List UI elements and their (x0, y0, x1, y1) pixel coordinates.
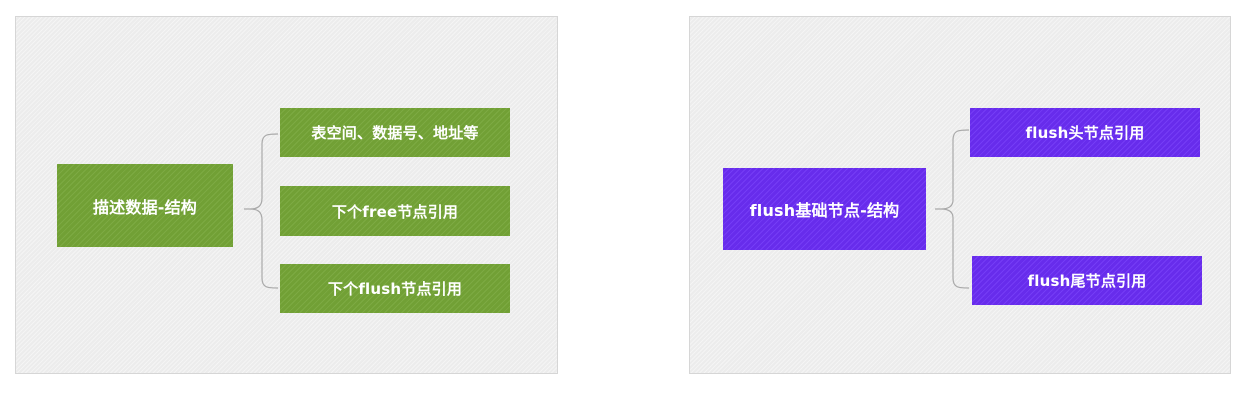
child-node-next-flush-ref[interactable]: 下个flush节点引用 (280, 264, 510, 313)
child-node-flush-tail-ref[interactable]: flush尾节点引用 (972, 256, 1202, 305)
diagram-panel-right (689, 16, 1231, 374)
child-node-next-free-ref[interactable]: 下个free节点引用 (280, 186, 510, 236)
brace-connector-left (244, 133, 279, 289)
root-node-flush-base-structure[interactable]: flush基础节点-结构 (723, 168, 926, 250)
root-node-describe-data-structure[interactable]: 描述数据-结构 (57, 164, 233, 247)
child-node-flush-head-ref[interactable]: flush头节点引用 (970, 108, 1200, 157)
brace-connector-right (935, 129, 970, 289)
child-node-tablespace-address[interactable]: 表空间、数据号、地址等 (280, 108, 510, 157)
